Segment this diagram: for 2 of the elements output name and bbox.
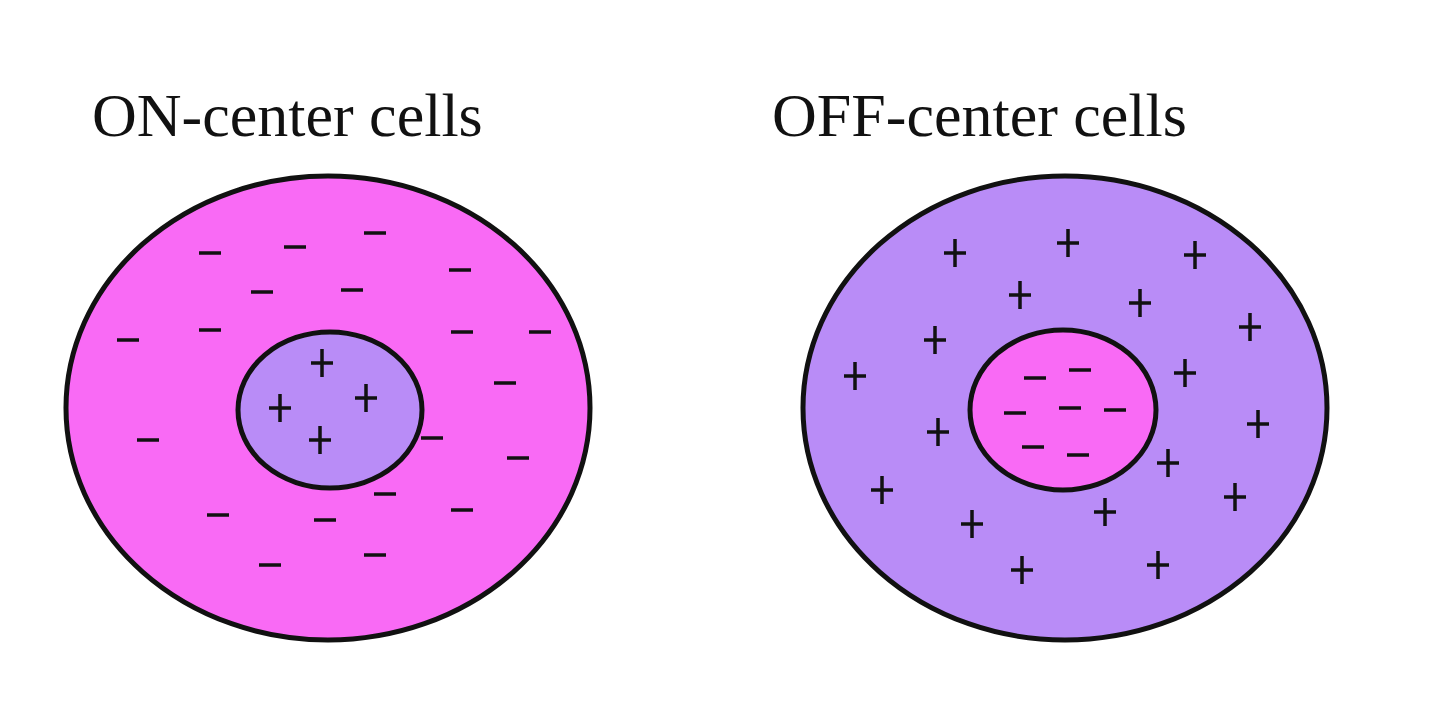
cell-type-heading: OFF-center cells [772, 84, 1187, 146]
cell-type-heading: ON-center cells [92, 84, 483, 146]
